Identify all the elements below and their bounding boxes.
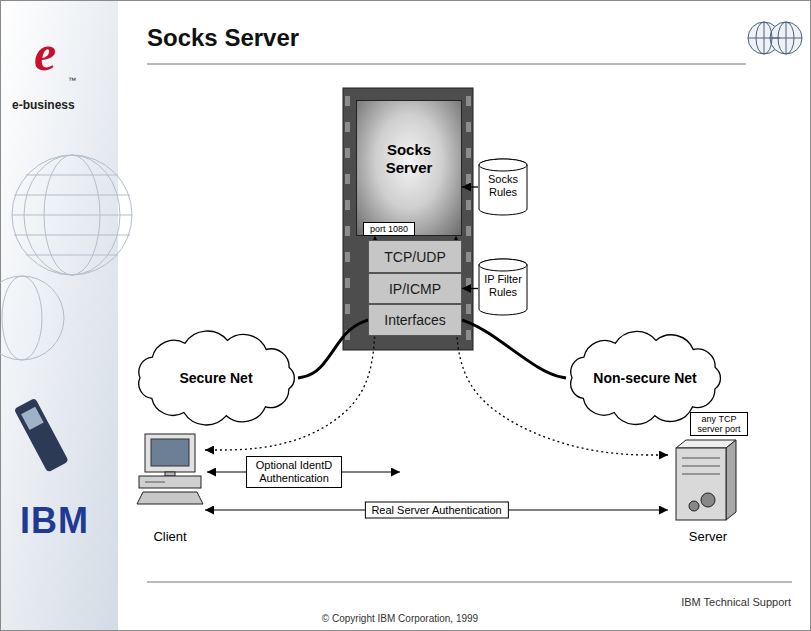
port-box: port 1080 bbox=[363, 222, 415, 236]
keyboard bbox=[137, 492, 203, 504]
node-label: port 1080 bbox=[370, 224, 408, 235]
protocol-layer: IP/ICMP bbox=[368, 273, 462, 304]
drive-slot bbox=[145, 482, 165, 483]
company-logo: IBM bbox=[20, 500, 89, 542]
node-label: Interfaces bbox=[384, 312, 445, 328]
footer-note: IBM Technical Support bbox=[681, 596, 791, 608]
globe-icon bbox=[756, 22, 772, 54]
globe-sketch bbox=[12, 175, 132, 255]
node-label: Secure Net bbox=[179, 370, 252, 386]
node-label: Non-secure Net bbox=[593, 370, 696, 386]
cloud-outline bbox=[139, 331, 295, 425]
phone-picture bbox=[21, 407, 44, 430]
cylinder-body bbox=[479, 259, 527, 315]
client-computer: Client bbox=[135, 432, 205, 544]
trademark-sign: ™ bbox=[68, 76, 76, 85]
node-label: Socks Rules bbox=[480, 173, 526, 199]
node-label: any TCP server port bbox=[690, 412, 748, 436]
cylinder-top bbox=[479, 259, 527, 271]
title-rule bbox=[147, 64, 746, 65]
arrow bbox=[462, 288, 478, 289]
phone-picture bbox=[14, 398, 69, 473]
logo-wordmark: e-business bbox=[12, 98, 75, 112]
auth-label: Optional IdentD Authentication bbox=[246, 456, 342, 488]
protocol-layer: TCP/UDP bbox=[368, 240, 462, 273]
gear-symbol bbox=[689, 501, 699, 511]
node-label: Client bbox=[153, 529, 186, 544]
cloud-outline bbox=[571, 331, 721, 424]
sidebar-panel bbox=[1, 1, 118, 630]
node-label: TCP/UDP bbox=[384, 249, 445, 265]
pc-outline bbox=[135, 432, 205, 544]
monitor-stand bbox=[165, 472, 175, 476]
node-label: IP Filter Rules bbox=[480, 273, 526, 299]
logo-letter: e bbox=[34, 28, 56, 78]
globe-sketch bbox=[2, 276, 42, 360]
globe-icon bbox=[748, 22, 802, 54]
cylinder-body bbox=[479, 159, 527, 215]
arrow bbox=[462, 186, 478, 187]
system-unit bbox=[139, 476, 201, 488]
protocol-layer: Interfaces bbox=[368, 304, 462, 336]
monitor bbox=[145, 434, 195, 472]
firewall-housing bbox=[343, 88, 473, 350]
rules-database: IP Filter Rules bbox=[478, 258, 528, 316]
drive-bays bbox=[682, 458, 720, 474]
globe-sketch bbox=[0, 276, 64, 360]
edge-label: Real Server Authentication bbox=[364, 502, 508, 519]
node-label: IP/ICMP bbox=[389, 281, 441, 297]
monitor-screen bbox=[151, 439, 189, 466]
network-link bbox=[462, 320, 566, 378]
slide-title: Socks Server bbox=[147, 24, 299, 52]
tower-front bbox=[676, 448, 726, 520]
server-computer: any TCP server portServer bbox=[668, 410, 748, 544]
tower-side bbox=[726, 440, 736, 520]
copyright-note: © Copyright IBM Corporation, 1999 bbox=[322, 613, 478, 624]
node-label: Socks Server bbox=[378, 141, 440, 177]
rules-database: Socks Rules bbox=[478, 158, 528, 216]
network-cloud: Secure Net bbox=[130, 330, 302, 426]
globe-sketch bbox=[12, 155, 132, 275]
footer-rule bbox=[147, 582, 792, 583]
network-link bbox=[298, 320, 368, 378]
socks-server-box: Socks Server port 1080 bbox=[356, 100, 462, 236]
node-label: Server bbox=[689, 529, 727, 544]
globe-icon bbox=[778, 22, 794, 54]
firewall-studs bbox=[345, 96, 471, 340]
gear-symbol bbox=[701, 493, 715, 507]
cylinder-top bbox=[479, 159, 527, 171]
